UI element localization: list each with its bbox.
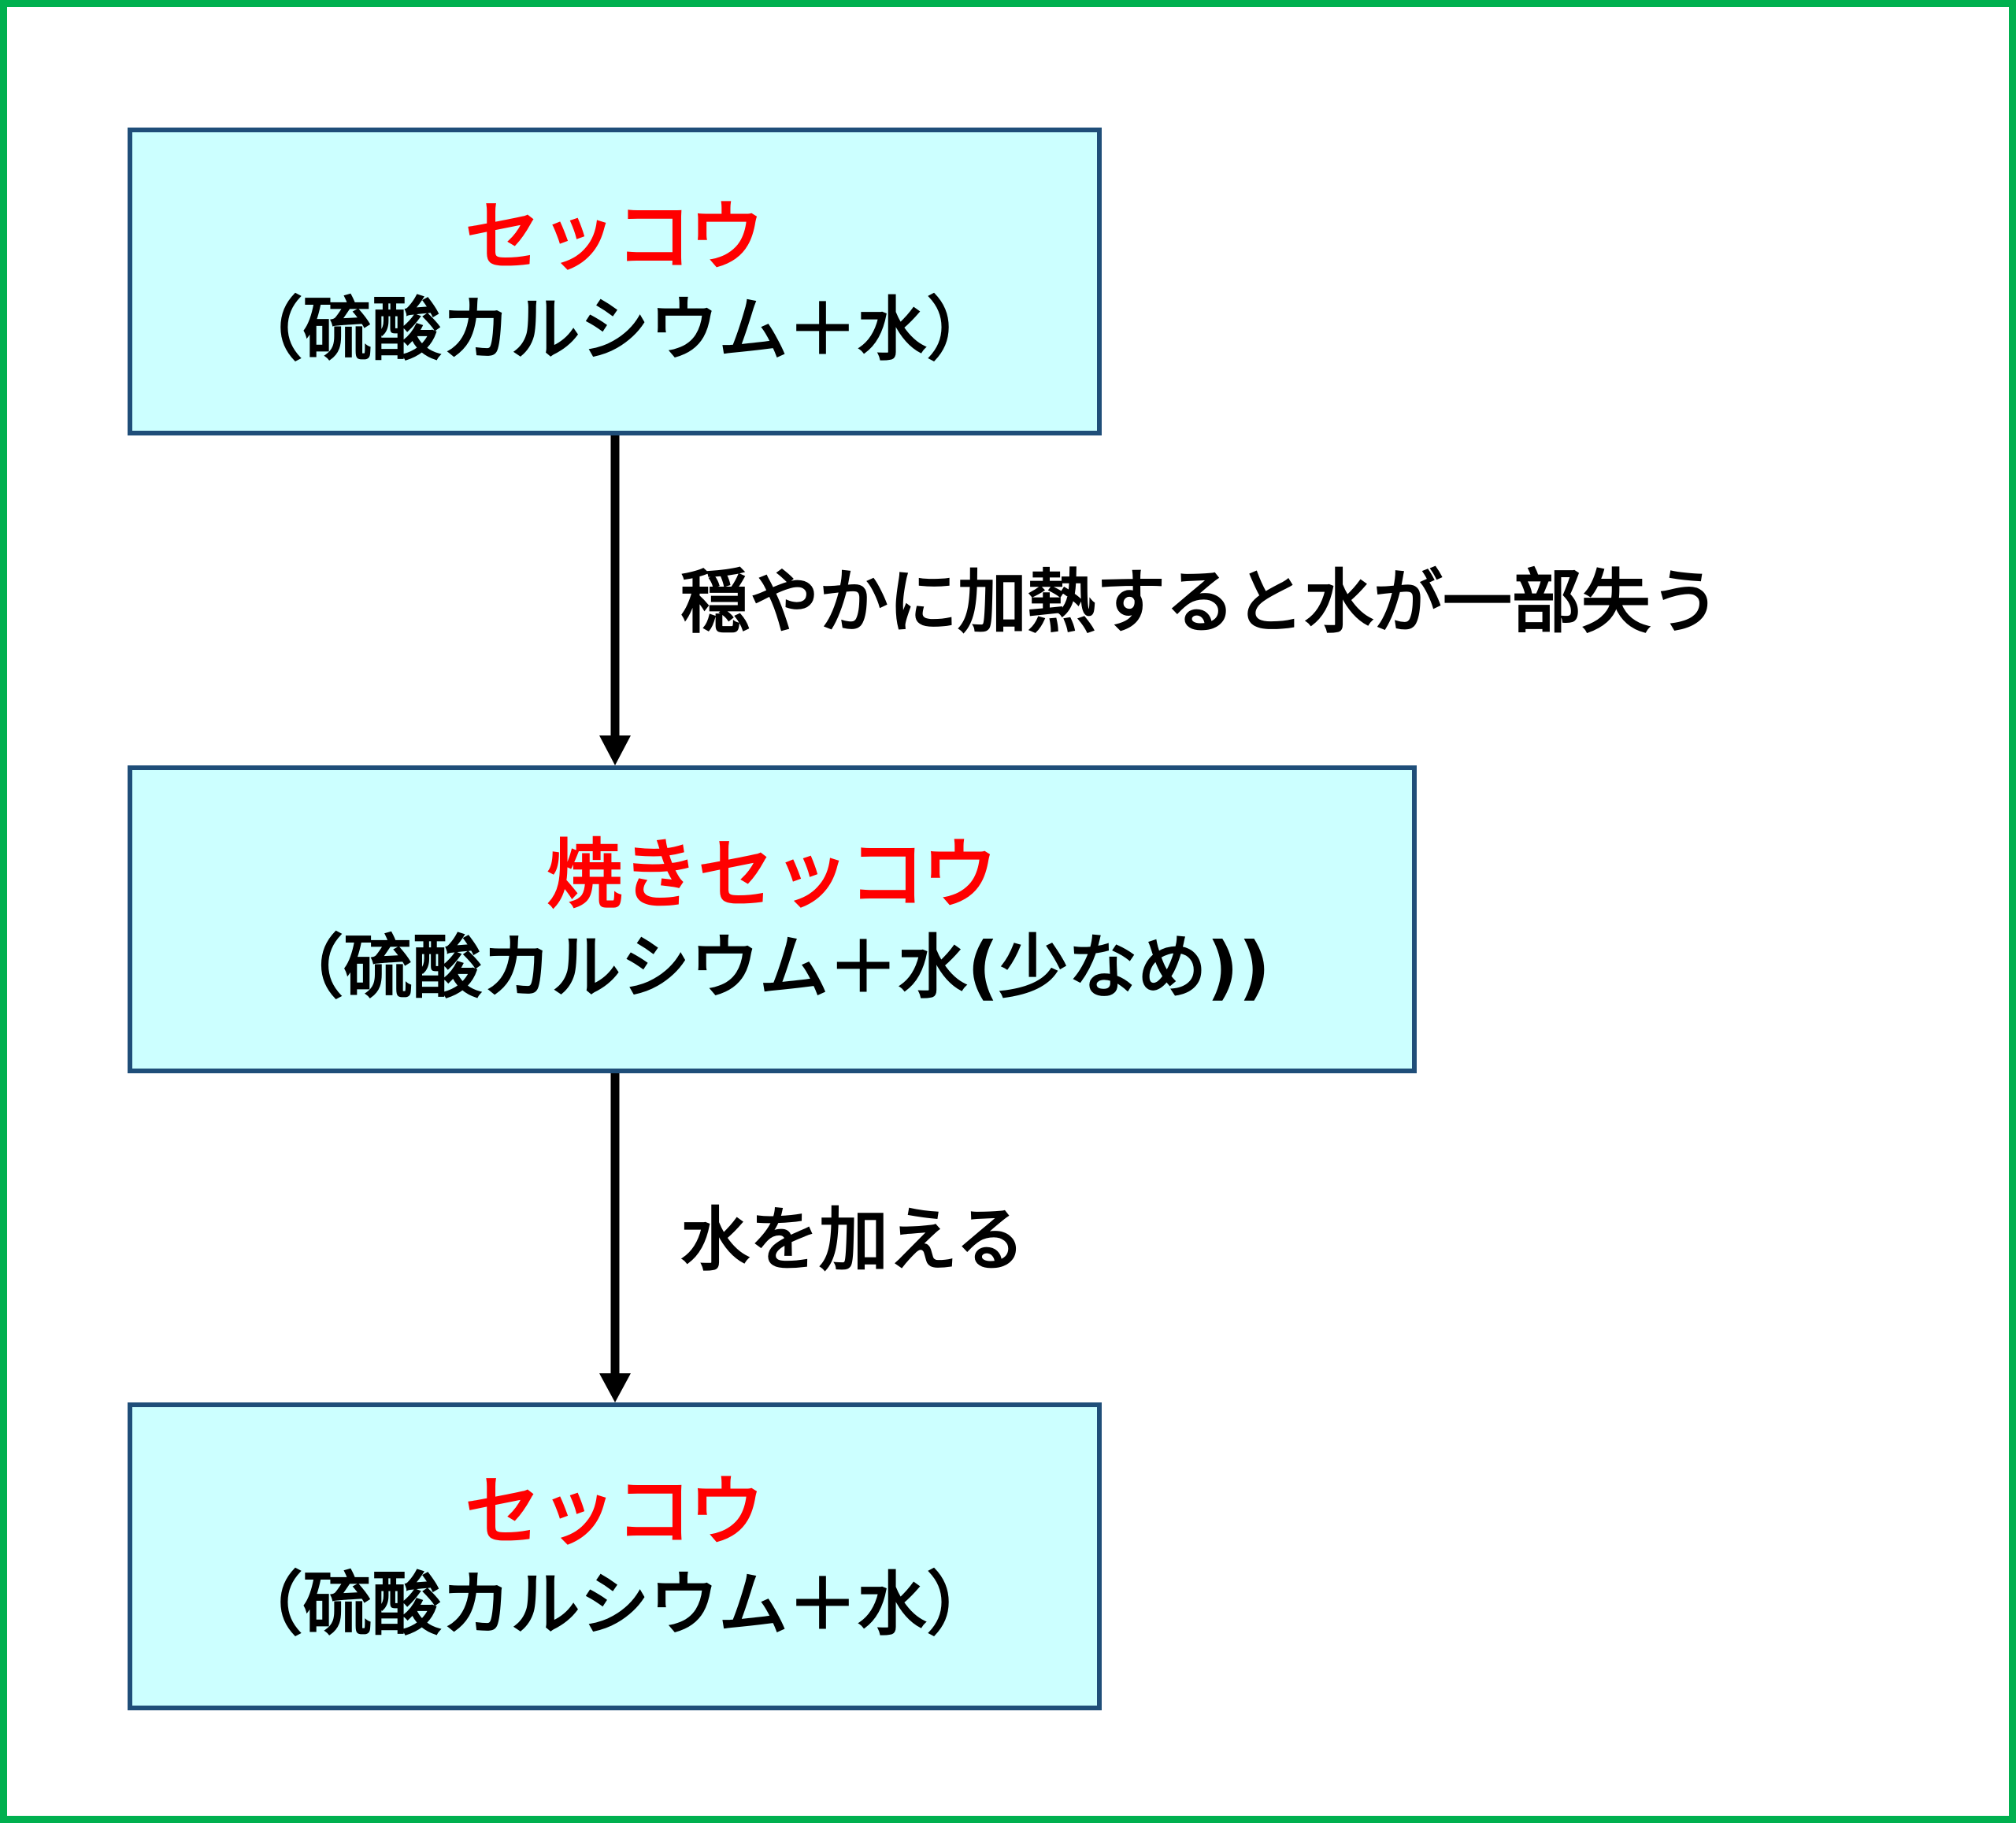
arrowhead-icon	[599, 735, 631, 765]
edge-label-heat: 穏やかに加熱すると水が一部失う	[680, 561, 1721, 643]
node-gypsum-final: セッコウ （硫酸カルシウム＋水）	[128, 1402, 1102, 1710]
arrow-heat	[599, 435, 631, 765]
edge-label-add-water: 水を加える	[680, 1199, 1025, 1280]
arrow-add-water	[599, 1073, 631, 1402]
node-subtitle: （硫酸カルシウム＋水）	[233, 1564, 996, 1646]
node-title: セッコウ	[465, 192, 765, 281]
node-subtitle: （硫酸カルシウム＋水(少なめ))	[274, 927, 1270, 1009]
arrowhead-icon	[599, 1373, 631, 1402]
node-gypsum-initial: セッコウ （硫酸カルシウム＋水）	[128, 128, 1102, 435]
node-title: 焼きセッコウ	[547, 830, 998, 919]
node-subtitle: （硫酸カルシウム＋水）	[233, 289, 996, 371]
node-calcined-gypsum: 焼きセッコウ （硫酸カルシウム＋水(少なめ))	[128, 765, 1417, 1073]
node-title: セッコウ	[465, 1467, 765, 1556]
